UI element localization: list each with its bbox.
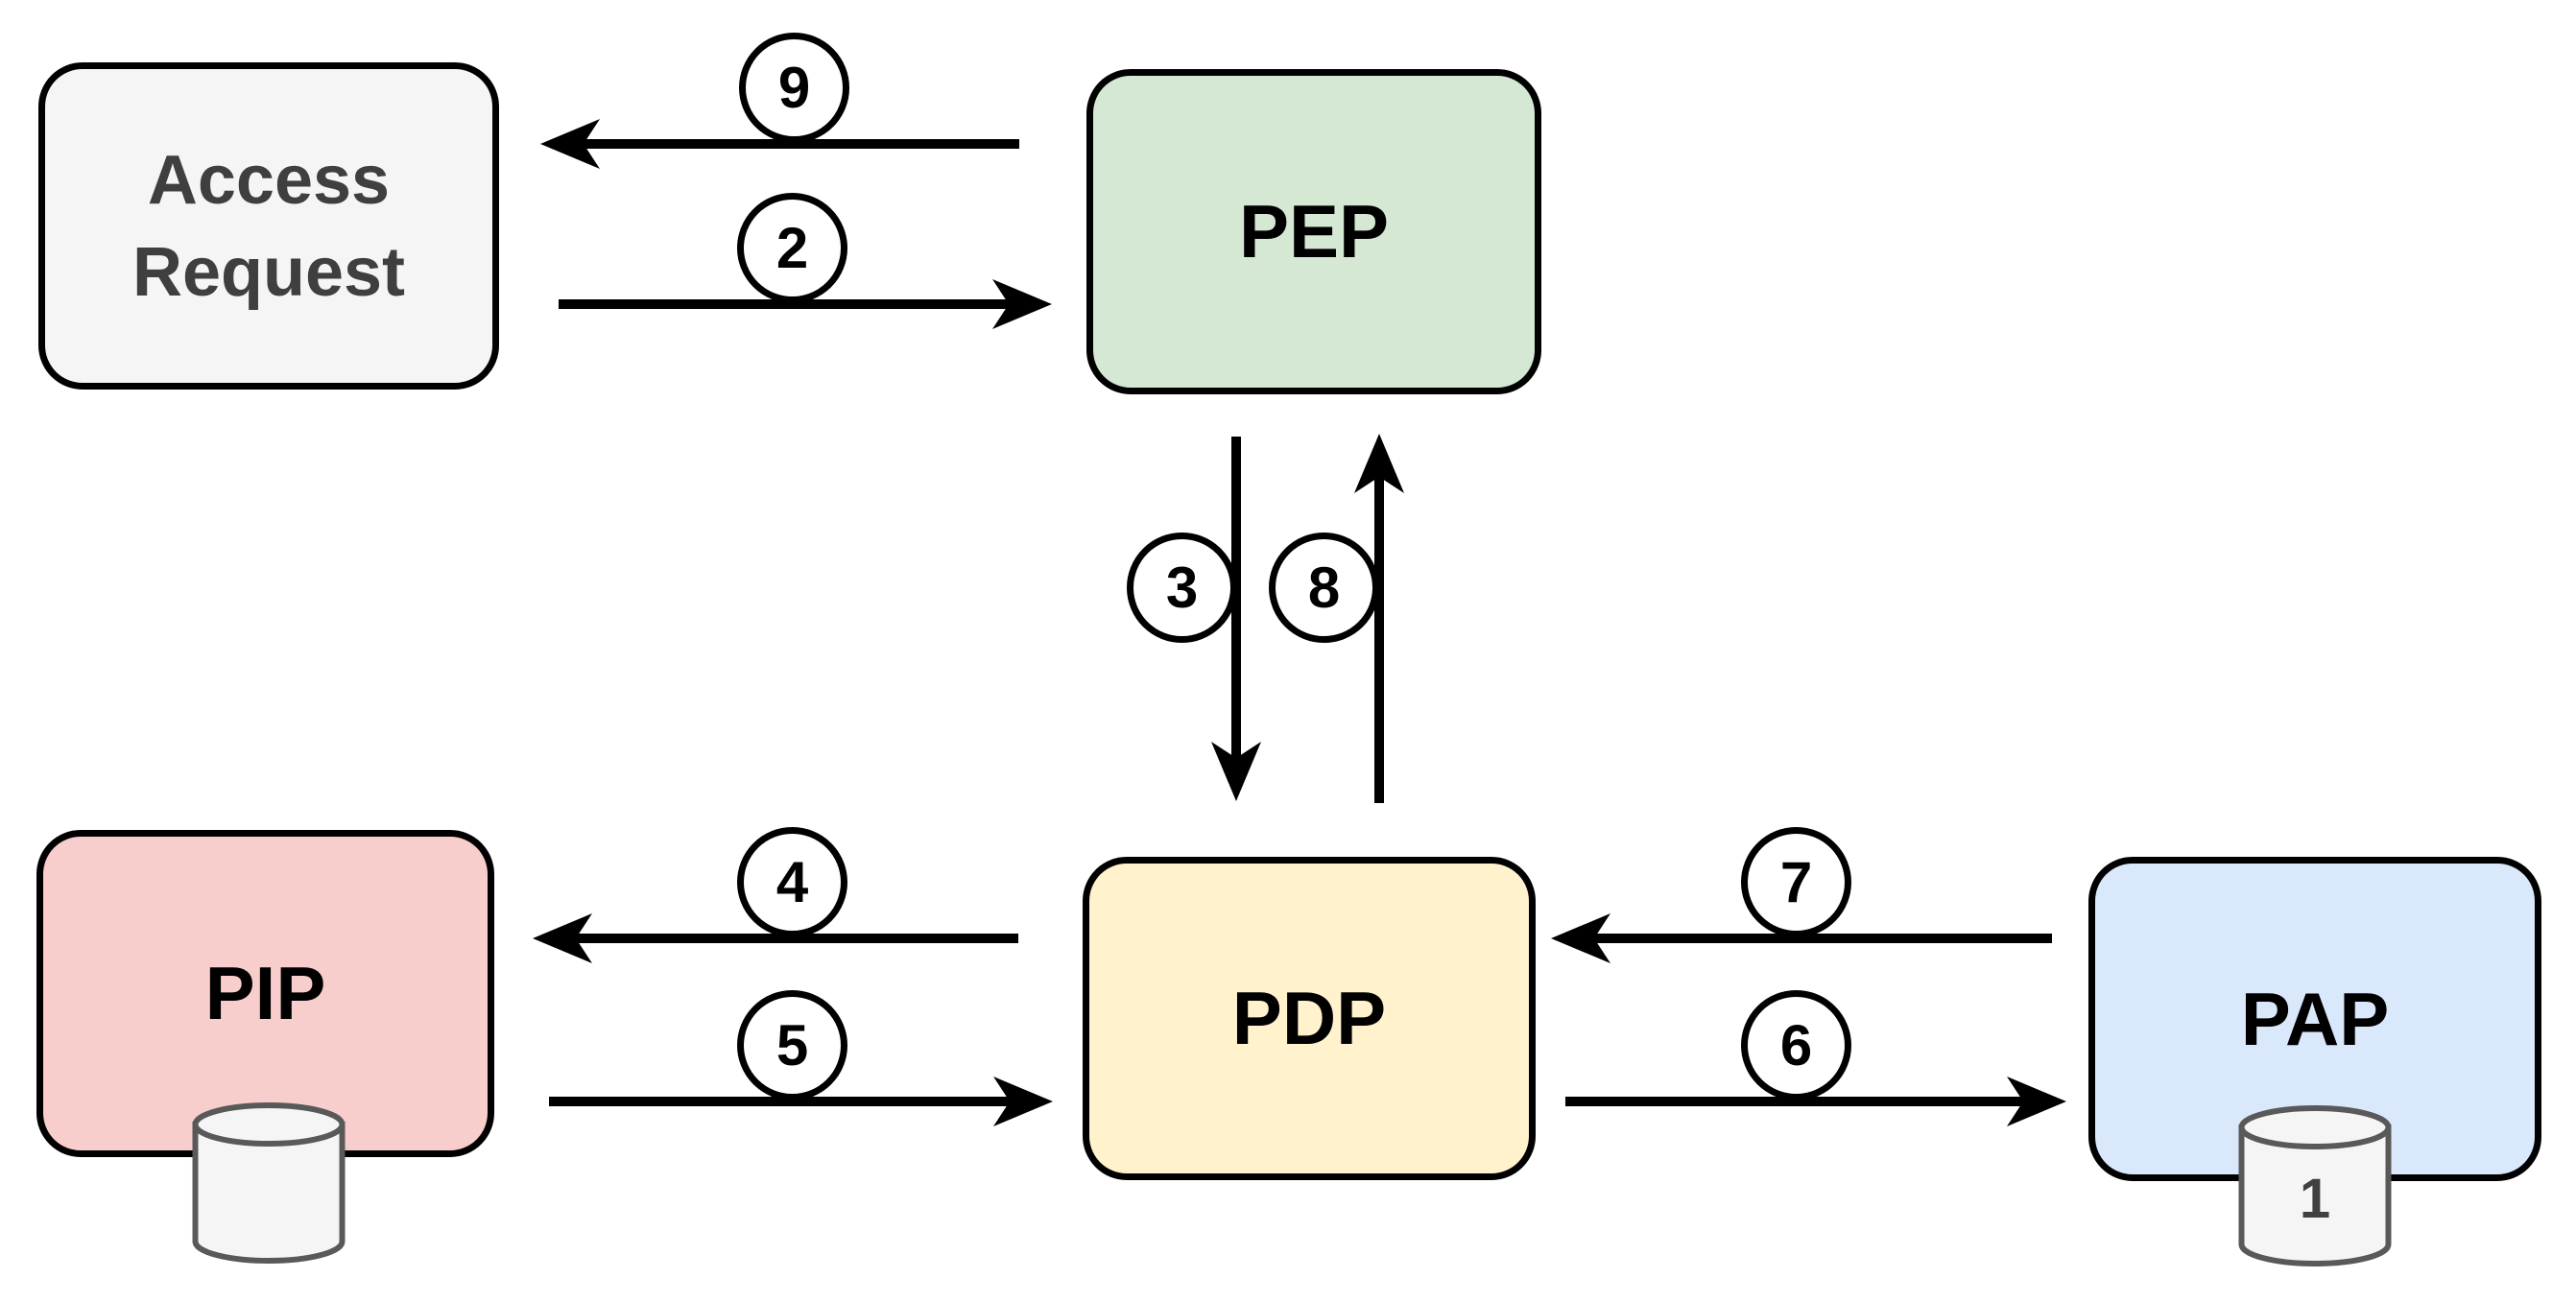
- database-cylinder-body: [192, 1122, 346, 1264]
- step-badge-4-label: 4: [775, 850, 809, 914]
- step-badge-8-label: 8: [1307, 556, 1341, 620]
- database-icon-pap: 1: [2238, 1105, 2392, 1266]
- database-cylinder-top: [2238, 1105, 2392, 1149]
- node-access-request-label: Access Request: [131, 141, 406, 311]
- step-badge-8: 8: [1269, 533, 1379, 643]
- node-pap-label: PAP: [2240, 976, 2390, 1061]
- arrow-head-right: [2007, 1077, 2066, 1126]
- step-badge-6: 6: [1741, 990, 1851, 1101]
- database-cylinder-body: [2238, 1124, 2392, 1266]
- arrow-head-left: [533, 913, 592, 963]
- step-badge-2: 2: [737, 193, 847, 303]
- step-badge-9: 9: [739, 33, 849, 143]
- step-badge-7-label: 7: [1779, 850, 1813, 914]
- step-badge-5-label: 5: [775, 1013, 809, 1077]
- arrow-head-left: [1551, 913, 1610, 963]
- arrow-step4-pdp-to-pip: [533, 913, 1018, 963]
- step-badge-9-label: 9: [777, 56, 811, 120]
- database-cylinder-top: [192, 1102, 346, 1147]
- node-access-request: Access Request: [38, 62, 499, 390]
- step-badge-7: 7: [1741, 827, 1851, 937]
- step-badge-6-label: 6: [1779, 1013, 1813, 1077]
- step-badge-3: 3: [1127, 533, 1237, 643]
- step-badge-3-label: 3: [1165, 556, 1199, 620]
- arrow-head-up: [1354, 434, 1404, 493]
- arrow-step2-access-request-to-pep: [559, 279, 1052, 329]
- node-pep-label: PEP: [1238, 189, 1390, 273]
- arrow-head-right: [993, 1077, 1053, 1126]
- step-badge-4: 4: [737, 827, 847, 937]
- arrow-head-left: [540, 119, 600, 169]
- arrow-step9-pep-to-access-request: [540, 119, 1019, 169]
- step-badge-2-label: 2: [775, 216, 809, 280]
- node-pdp: PDP: [1083, 857, 1536, 1180]
- node-pdp-label: PDP: [1231, 976, 1387, 1060]
- arrow-step5-pip-to-pdp: [549, 1077, 1053, 1126]
- step-badge-5: 5: [737, 990, 847, 1101]
- node-pip-label: PIP: [204, 951, 326, 1035]
- database-label: 1: [2300, 1168, 2330, 1230]
- arrow-step6-pdp-to-pap: [1565, 1077, 2066, 1126]
- arrow-step8-pdp-to-pep: [1354, 434, 1404, 803]
- node-pep: PEP: [1086, 69, 1541, 394]
- arrow-head-right: [992, 279, 1052, 329]
- arrow-step7-pap-to-pdp: [1551, 913, 2052, 963]
- arrow-head-down: [1211, 742, 1261, 801]
- database-icon-pip: [192, 1102, 346, 1264]
